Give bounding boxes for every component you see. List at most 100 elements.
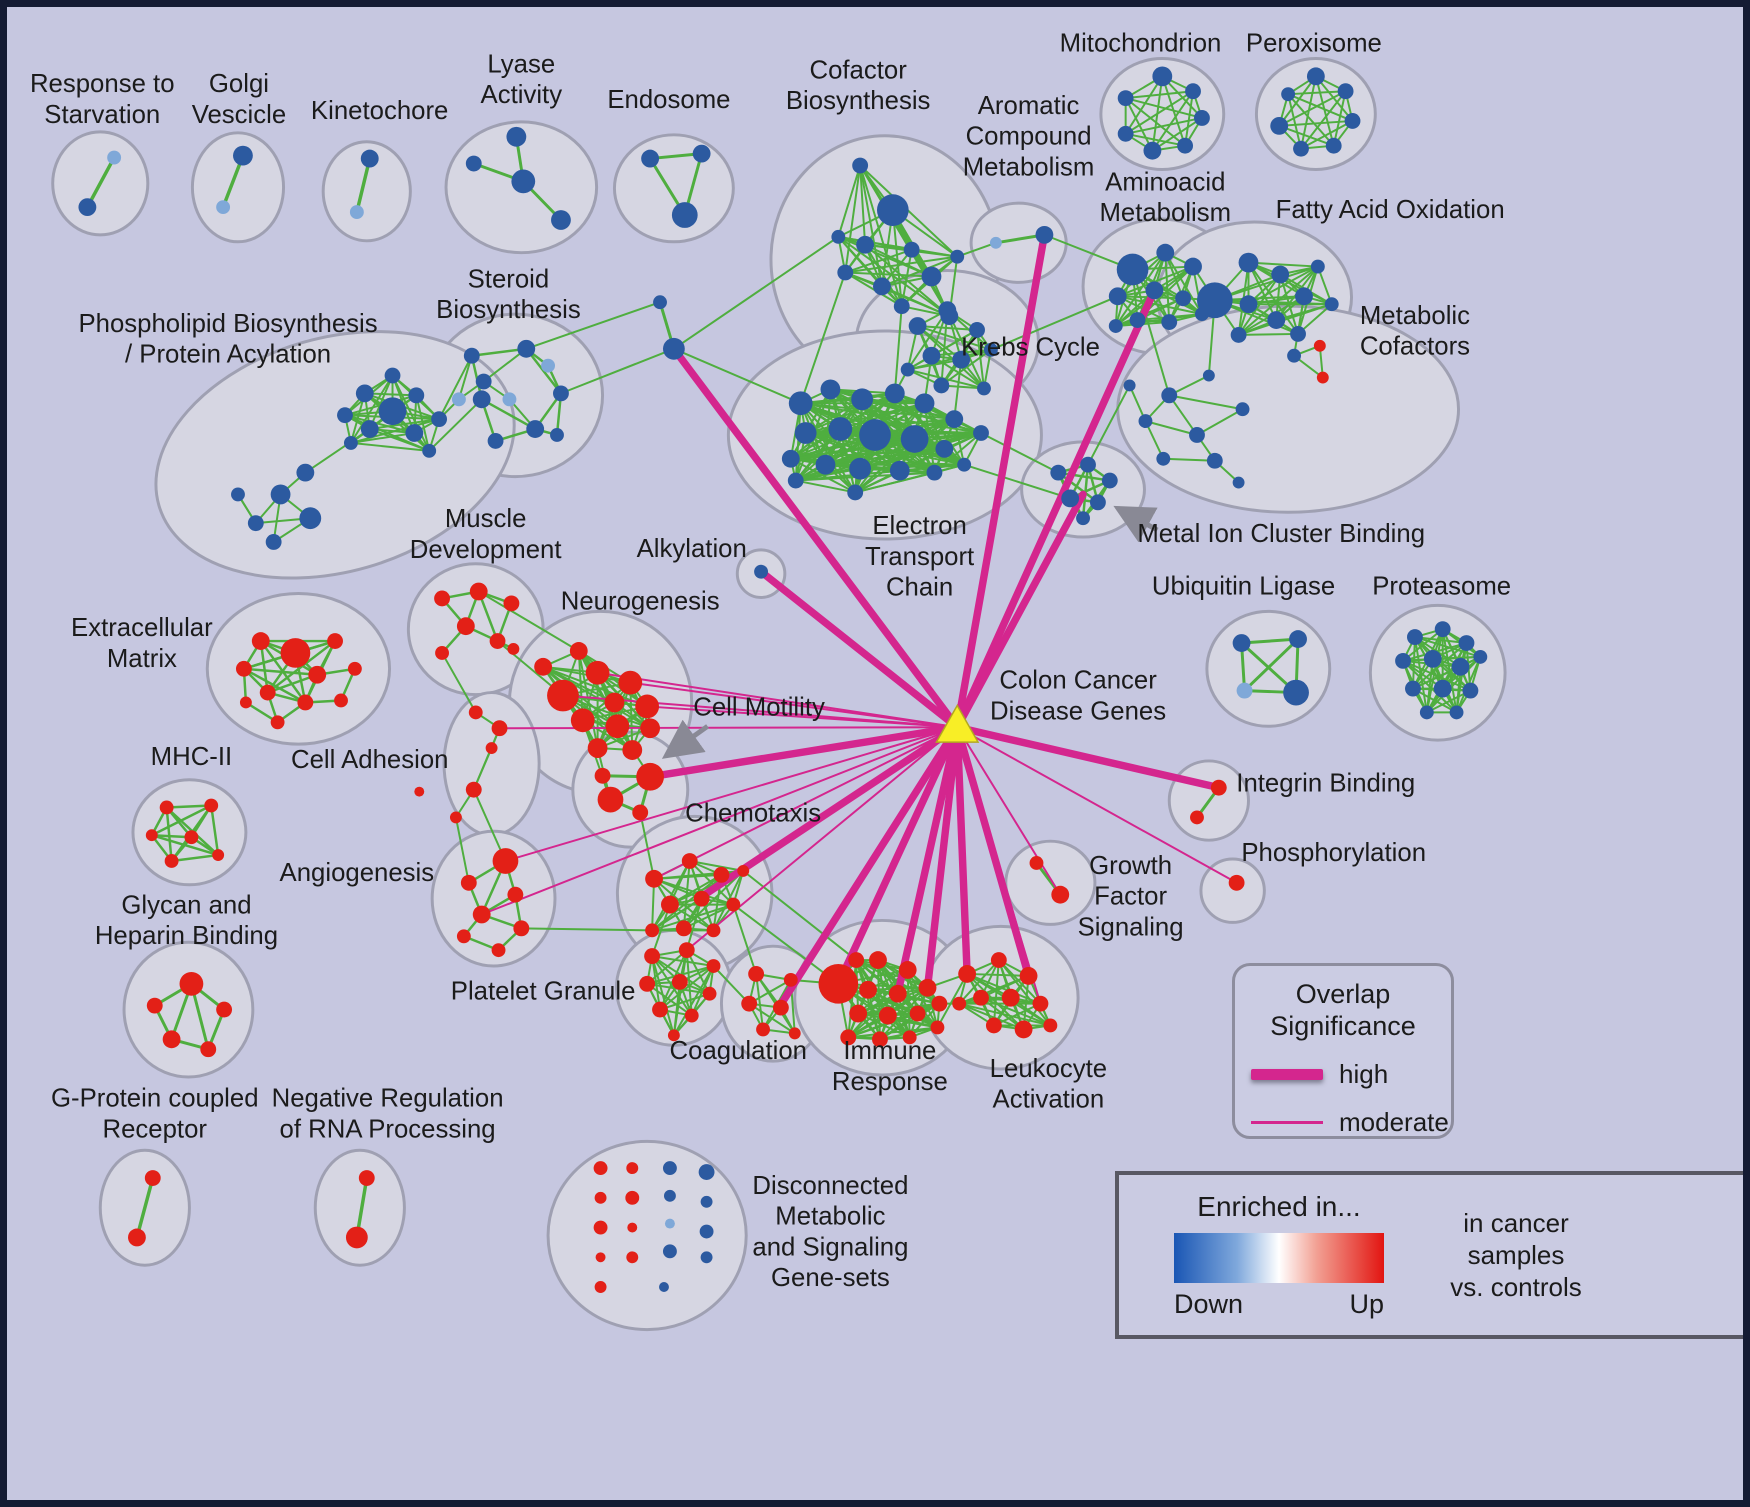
gene-set-overlap-edge-krebs-cycle <box>906 309 949 371</box>
gene-set-node <box>632 804 649 821</box>
gene-set-overlap-edge-electron-transport-chain <box>824 432 982 466</box>
gene-set-node <box>502 392 517 407</box>
gene-set-node <box>1210 779 1227 796</box>
gene-set-node <box>681 853 698 869</box>
gene-set-node <box>1267 311 1286 329</box>
gene-set-node <box>585 660 610 685</box>
gene-set-node <box>889 460 910 481</box>
gene-set-node <box>754 564 769 579</box>
gene-set-node <box>678 942 695 959</box>
gene-set-overlap-edge-peroxisome <box>1287 93 1354 122</box>
cluster-label-fatty-acid-oxidation: Fatty Acid Oxidation <box>1276 196 1505 224</box>
gene-set-node <box>1001 988 1020 1007</box>
gene-set-overlap-edge-neurogenesis <box>542 665 649 708</box>
gene-set-overlap-edge-proteasome <box>1413 636 1482 658</box>
gene-set-node <box>337 407 353 424</box>
gene-set-node <box>884 383 905 404</box>
gene-set-node <box>950 249 965 264</box>
cluster-label-cell-adhesion: Cell Adhesion <box>291 746 448 774</box>
gene-set-node <box>1407 629 1423 646</box>
gene-set-node <box>1230 326 1247 343</box>
gene-set-overlap-edge-electron-transport-chain <box>874 432 982 436</box>
gene-set-overlap-edge-cofactor-biosynthesis <box>844 271 933 278</box>
gene-set-node <box>179 971 204 996</box>
gene-set-node <box>1306 67 1325 86</box>
cluster-label-cell-motility: Cell Motility <box>693 693 825 721</box>
gene-set-overlap-edge-cofactor-biosynthesis <box>837 235 951 318</box>
gene-set-node <box>349 205 364 220</box>
gene-set-node <box>513 920 530 937</box>
gene-set-node <box>1175 290 1192 307</box>
gene-set-node <box>1458 635 1475 651</box>
gene-set-overlap-edge-metabolic-cofactors <box>1162 457 1216 462</box>
gene-set-node <box>653 295 667 310</box>
gene-set-node <box>1138 414 1153 429</box>
gene-set-node <box>1324 297 1339 312</box>
gene-set-node <box>308 665 327 684</box>
gene-set-node <box>1451 657 1470 676</box>
inter-cluster-edge <box>441 651 477 714</box>
gene-set-overlap-edge-neurogenesis <box>577 649 649 708</box>
gene-set-node <box>1395 652 1411 669</box>
gene-set-node <box>1089 494 1106 511</box>
gene-set-node <box>713 866 730 883</box>
gene-set-node <box>641 149 660 168</box>
gene-set-overlap-edge-platelet-granule <box>659 992 711 1011</box>
gene-set-overlap-edge-extracellular-matrix <box>242 667 319 676</box>
enrichment-gradient-bar <box>1174 1232 1384 1283</box>
gene-set-node <box>162 1030 181 1049</box>
gene-set-overlap-edge-mhc-ii <box>209 804 220 857</box>
gene-set-node <box>431 411 448 428</box>
gene-set-overlap-edge-cofactor-biosynthesis <box>844 164 862 274</box>
gene-set-node <box>1156 451 1171 466</box>
gene-set-node <box>837 264 854 281</box>
gene-set-node <box>1232 476 1245 489</box>
gene-set-node <box>737 864 750 877</box>
gene-set-overlap-edge-chemotaxis <box>688 860 745 872</box>
gene-set-overlap-edge-platelet-granule <box>672 980 681 1037</box>
gene-set-overlap-edge-phospholipid-biosynthesis <box>349 374 394 444</box>
gene-set-node <box>159 800 174 815</box>
disease-overlap-edge-high <box>646 723 961 781</box>
cluster-label-kinetochore: Kinetochore <box>311 97 448 125</box>
cluster-label-platelet-granule: Platelet Granule <box>451 978 636 1006</box>
inter-cluster-edge <box>559 347 675 395</box>
pointer-arrow <box>661 719 710 759</box>
gene-set-node <box>652 1001 668 1018</box>
gene-set-node <box>1156 243 1175 262</box>
gene-set-node <box>931 995 948 1012</box>
gene-set-node <box>1019 966 1038 985</box>
inter-cluster-edge <box>953 358 963 421</box>
gene-set-overlap-edge-peroxisome <box>1278 124 1335 147</box>
gene-set-node <box>251 632 270 650</box>
inter-cluster-edge <box>672 235 840 350</box>
gene-set-node <box>856 235 875 254</box>
gene-set-node <box>475 373 492 390</box>
gene-set-node <box>1143 141 1162 160</box>
gene-set-node <box>1232 634 1251 652</box>
gene-set-overlap-edge-aminoacid-metabolism <box>1116 295 1203 316</box>
gene-set-node <box>551 210 571 230</box>
gene-set-node <box>958 965 977 983</box>
gene-set-overlap-edge-immune-response <box>855 959 881 1041</box>
gene-set-node <box>259 684 276 701</box>
gene-set-node <box>930 1020 945 1035</box>
cluster-ellipse-glycan-heparin-binding <box>122 940 255 1079</box>
gene-set-node <box>1035 225 1054 244</box>
gene-set-node <box>265 534 282 550</box>
gene-set-node <box>128 1228 146 1247</box>
gene-set-node <box>926 464 943 481</box>
gene-set-node <box>989 236 1002 249</box>
cluster-ellipse-kinetochore <box>321 140 412 243</box>
disease-overlap-edge-moderate <box>504 726 959 862</box>
inter-cluster-edge <box>482 347 528 383</box>
layer-nodes <box>78 66 1488 1293</box>
gene-set-node <box>618 670 643 695</box>
gene-set-node <box>1235 402 1250 417</box>
gene-set-overlap-edge-phospholipid-biosynthesis <box>349 418 441 444</box>
gene-set-node <box>449 811 462 824</box>
